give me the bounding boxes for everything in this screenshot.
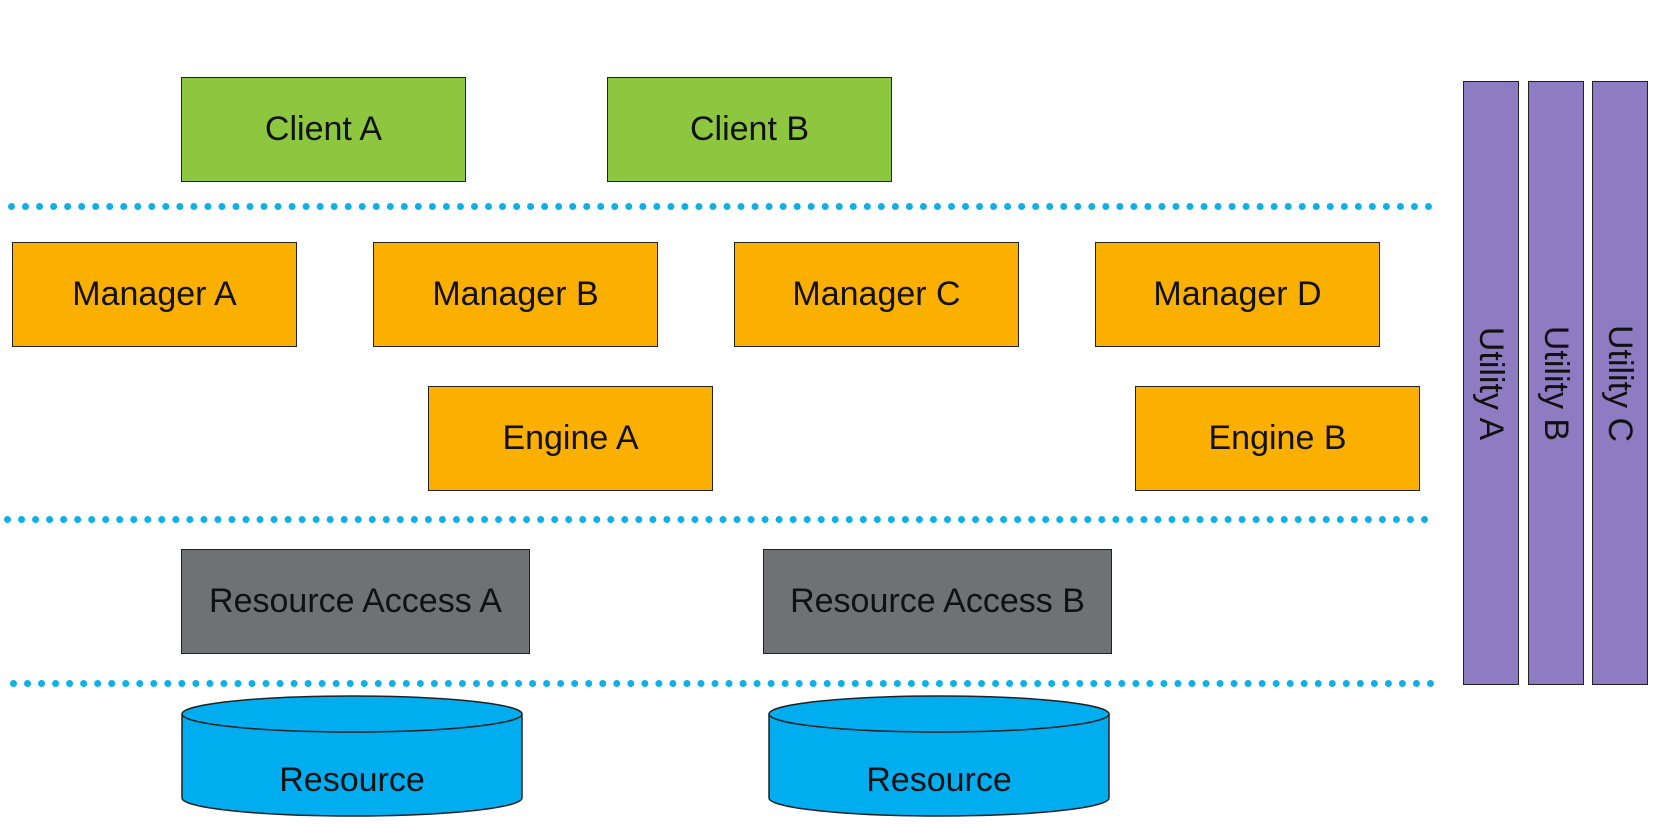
database-cylinder-icon xyxy=(768,695,1110,817)
client-b-box: Client B xyxy=(607,77,892,182)
manager-d-box: Manager D xyxy=(1095,242,1380,347)
resource-access-a-box: Resource Access A xyxy=(181,549,530,654)
manager-c-label: Manager C xyxy=(792,275,961,313)
utility-a-bar: Utility A xyxy=(1463,81,1519,685)
resource-access-b-box: Resource Access B xyxy=(763,549,1112,654)
manager-d-label: Manager D xyxy=(1153,275,1322,313)
manager-a-box: Manager A xyxy=(12,242,297,347)
engine-a-box: Engine A xyxy=(428,386,713,491)
client-b-label: Client B xyxy=(689,110,810,148)
manager-b-label: Manager B xyxy=(432,275,599,313)
resource-access-a-label: Resource Access A xyxy=(209,582,502,620)
database-cylinder-icon xyxy=(181,695,523,817)
layer-divider-bottom xyxy=(10,680,1435,687)
resource-a-label: Resource xyxy=(279,760,425,799)
manager-b-box: Manager B xyxy=(373,242,658,347)
resource-b-cylinder: Resource xyxy=(767,694,1111,818)
layer-divider-middle xyxy=(4,516,1429,523)
client-a-label: Client A xyxy=(264,110,383,148)
manager-c-box: Manager C xyxy=(734,242,1019,347)
utility-c-bar: Utility C xyxy=(1592,81,1648,685)
resource-a-cylinder: Resource xyxy=(180,694,524,818)
resource-b-label: Resource xyxy=(866,760,1012,799)
client-a-box: Client A xyxy=(181,77,466,182)
utility-b-label: Utility B xyxy=(1537,325,1576,441)
resource-access-b-label: Resource Access B xyxy=(790,582,1085,620)
manager-a-label: Manager A xyxy=(72,275,237,313)
engine-a-label: Engine A xyxy=(502,419,639,457)
engine-b-label: Engine B xyxy=(1208,419,1347,457)
utility-a-label: Utility A xyxy=(1472,326,1511,440)
layer-divider-top xyxy=(8,203,1433,210)
utility-b-bar: Utility B xyxy=(1528,81,1584,685)
utility-c-label: Utility C xyxy=(1601,324,1640,442)
engine-b-box: Engine B xyxy=(1135,386,1420,491)
